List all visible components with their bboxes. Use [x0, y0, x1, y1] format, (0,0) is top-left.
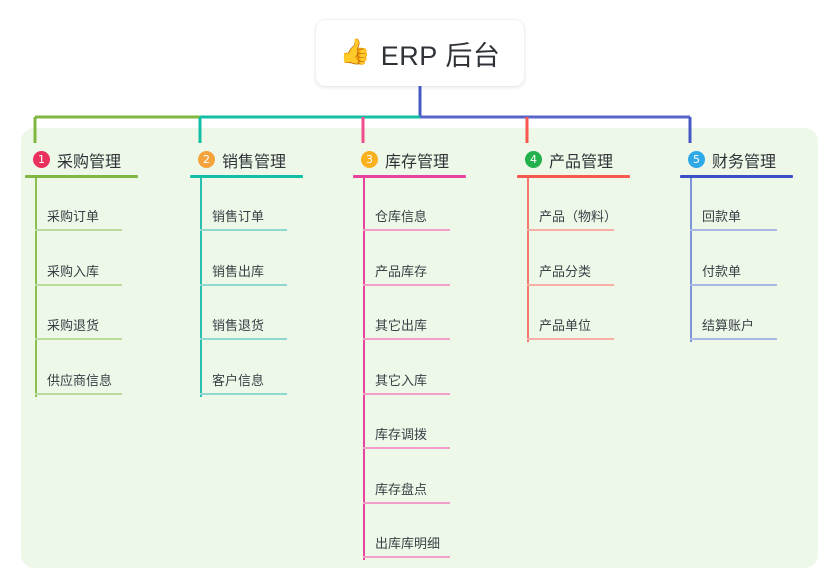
branch-header-underline — [190, 175, 303, 178]
branch-spine — [200, 178, 202, 397]
branch-leaf-underline — [200, 283, 287, 286]
branch-leaf[interactable]: 出库库明细 — [349, 523, 509, 577]
branch-column-5: 5 财务管理回款单付款单结算账户 — [676, 143, 836, 342]
branch-leaf-underline — [690, 283, 777, 286]
branch-leaf-underline — [200, 338, 287, 340]
branch-leaf-label: 出库库明细 — [375, 536, 441, 551]
branch-leaf[interactable]: 销售订单 — [186, 196, 346, 250]
branch-leaf[interactable]: 产品单位 — [513, 305, 673, 359]
branch-leaf-label: 产品单位 — [539, 318, 592, 333]
branch-leaf[interactable]: 结算账户 — [676, 305, 836, 359]
branch-leaf-label: 采购订单 — [47, 209, 100, 224]
branch-leaf-label: 其它入库 — [375, 372, 428, 388]
branch-leaf-underline — [363, 338, 450, 340]
branch-title: 财务管理 — [712, 153, 777, 171]
branch-leaf-label: 库存盘点 — [375, 481, 428, 497]
branch-header-5[interactable]: 5 财务管理 — [676, 143, 836, 176]
branch-title: 库存管理 — [385, 153, 450, 171]
branch-header-underline — [25, 175, 138, 178]
branch-title: 销售管理 — [222, 153, 287, 171]
branch-column-3: 3 库存管理仓库信息产品库存其它出库其它入库库存调拨库存盘点出库库明细 — [349, 143, 509, 560]
branch-leaf[interactable]: 仓库信息 — [349, 196, 509, 250]
branch-leaf-underline — [35, 338, 122, 340]
branch-number-badge: 1 — [33, 151, 50, 168]
branch-leaf-underline — [200, 229, 287, 231]
branch-leaf-label: 结算账户 — [702, 318, 755, 333]
branch-leaf-underline — [363, 392, 450, 395]
branch-leaf-underline — [363, 501, 450, 504]
branch-leaf[interactable]: 其它出库 — [349, 305, 509, 359]
branch-leaf-label: 供应商信息 — [47, 372, 113, 388]
branch-leaf-label: 采购退货 — [47, 318, 100, 333]
branch-number-badge: 5 — [688, 151, 705, 168]
branch-leaf[interactable]: 库存调拨 — [349, 414, 509, 468]
branch-leaf-label: 客户信息 — [212, 372, 265, 388]
branch-spine — [527, 178, 529, 342]
branch-number-badge: 4 — [525, 151, 542, 168]
branch-leaf-underline — [200, 392, 287, 395]
branch-leaf[interactable]: 销售出库 — [186, 251, 346, 305]
branch-leaf[interactable]: 付款单 — [676, 251, 836, 305]
root-node[interactable]: 👍 ERP 后台 — [316, 20, 524, 86]
branch-column-1: 1 采购管理采购订单采购入库采购退货供应商信息 — [21, 143, 181, 397]
branch-number-badge: 3 — [361, 151, 378, 168]
branch-leaf-label: 销售出库 — [212, 263, 265, 279]
branch-leaf-underline — [527, 338, 614, 340]
branch-leaf[interactable]: 采购入库 — [21, 251, 181, 305]
branch-leaf[interactable]: 销售退货 — [186, 305, 346, 359]
branch-header-underline — [353, 175, 466, 178]
branch-leaf[interactable]: 产品（物料） — [513, 196, 673, 250]
branch-header-4[interactable]: 4 产品管理 — [513, 143, 673, 176]
branch-leaf-underline — [363, 556, 450, 558]
root-node-title: ERP 后台 — [380, 40, 501, 71]
branch-spine — [363, 178, 365, 560]
branch-leaf-label: 库存调拨 — [375, 427, 428, 442]
branch-leaf-underline — [35, 392, 122, 395]
branch-leaf[interactable]: 采购退货 — [21, 305, 181, 359]
branch-leaf-label: 产品（物料） — [539, 209, 618, 224]
branch-number-badge: 2 — [198, 151, 215, 168]
branch-leaf[interactable]: 供应商信息 — [21, 360, 181, 414]
branch-leaf-label: 销售订单 — [212, 209, 265, 224]
branch-column-4: 4 产品管理产品（物料） 产品分类产品单位 — [513, 143, 673, 342]
branch-leaf-underline — [363, 229, 450, 231]
branch-leaf[interactable]: 库存盘点 — [349, 469, 509, 523]
branch-leaf-label: 采购入库 — [47, 263, 100, 279]
branch-leaf-underline — [527, 229, 614, 231]
branch-leaf[interactable]: 客户信息 — [186, 360, 346, 414]
branch-header-underline — [680, 175, 793, 178]
branch-leaf-label: 产品分类 — [539, 263, 592, 279]
branch-header-3[interactable]: 3 库存管理 — [349, 143, 509, 176]
branch-title: 采购管理 — [57, 153, 122, 171]
branch-leaf-underline — [527, 283, 614, 286]
branch-leaf[interactable]: 采购订单 — [21, 196, 181, 250]
branch-leaf-underline — [363, 447, 450, 449]
branch-leaf[interactable]: 其它入库 — [349, 360, 509, 414]
branch-leaf-label: 销售退货 — [212, 318, 265, 333]
thumbs-up-icon: 👍 — [339, 38, 371, 66]
branch-leaf-underline — [35, 229, 122, 231]
branch-leaf-underline — [363, 283, 450, 286]
branch-header-underline — [517, 175, 630, 178]
branch-leaf-label: 其它出库 — [375, 318, 428, 333]
branch-leaf-underline — [690, 229, 777, 231]
branch-leaf-underline — [690, 338, 777, 340]
branch-header-2[interactable]: 2 销售管理 — [186, 143, 346, 176]
branch-header-1[interactable]: 1 采购管理 — [21, 143, 181, 176]
branch-leaf-underline — [35, 283, 122, 286]
branch-leaf[interactable]: 产品库存 — [349, 251, 509, 305]
branch-title: 产品管理 — [549, 153, 614, 171]
branch-leaf-label: 仓库信息 — [375, 209, 428, 224]
branch-leaf-label: 付款单 — [702, 263, 742, 279]
branch-leaf[interactable]: 回款单 — [676, 196, 836, 250]
diagram-panel — [21, 128, 818, 568]
branch-leaf[interactable]: 产品分类 — [513, 251, 673, 305]
branch-column-2: 2 销售管理销售订单销售出库销售退货客户信息 — [186, 143, 346, 397]
branch-spine — [35, 178, 37, 397]
branch-leaf-label: 回款单 — [702, 209, 742, 224]
branch-spine — [690, 178, 692, 342]
branch-leaf-label: 产品库存 — [375, 263, 428, 279]
